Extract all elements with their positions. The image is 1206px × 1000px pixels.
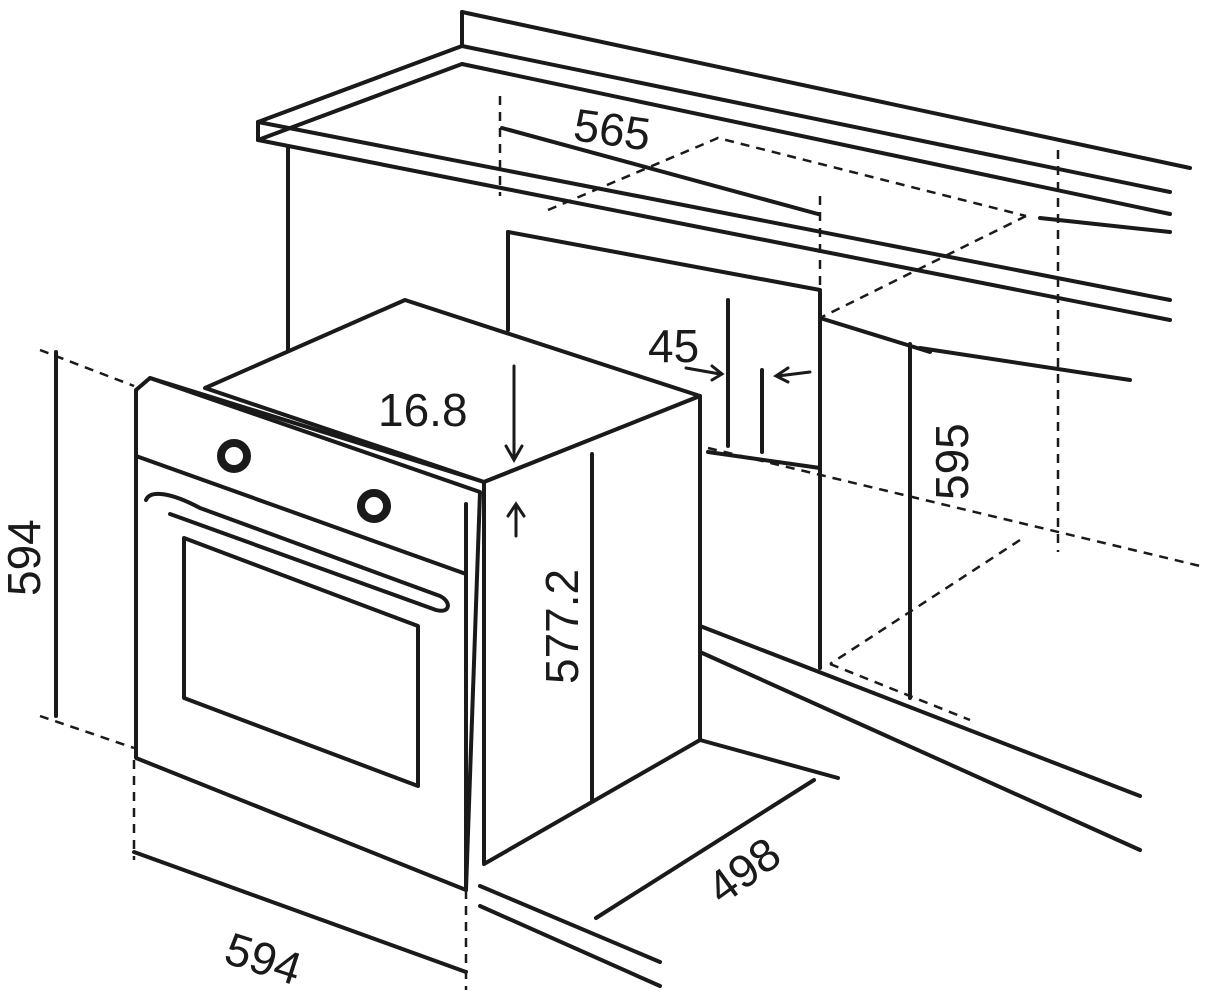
dim-side-gap: 45	[648, 320, 699, 372]
dim-panel-offset: 16.8	[378, 384, 468, 436]
dimension-lines	[39, 126, 840, 990]
cabinet	[256, 10, 1192, 988]
dim-oven-depth: 498	[697, 827, 790, 914]
dim-body-height: 577.2	[536, 569, 588, 684]
dim-cutout-width: 565	[571, 98, 654, 160]
knob-icon	[217, 439, 251, 473]
dim-oven-height: 594	[0, 519, 50, 596]
oven	[134, 298, 702, 892]
dim-cutout-height: 595	[926, 423, 978, 500]
knob-icon	[357, 489, 391, 523]
cutout-outline	[498, 96, 1201, 722]
dim-oven-width: 594	[219, 922, 308, 995]
